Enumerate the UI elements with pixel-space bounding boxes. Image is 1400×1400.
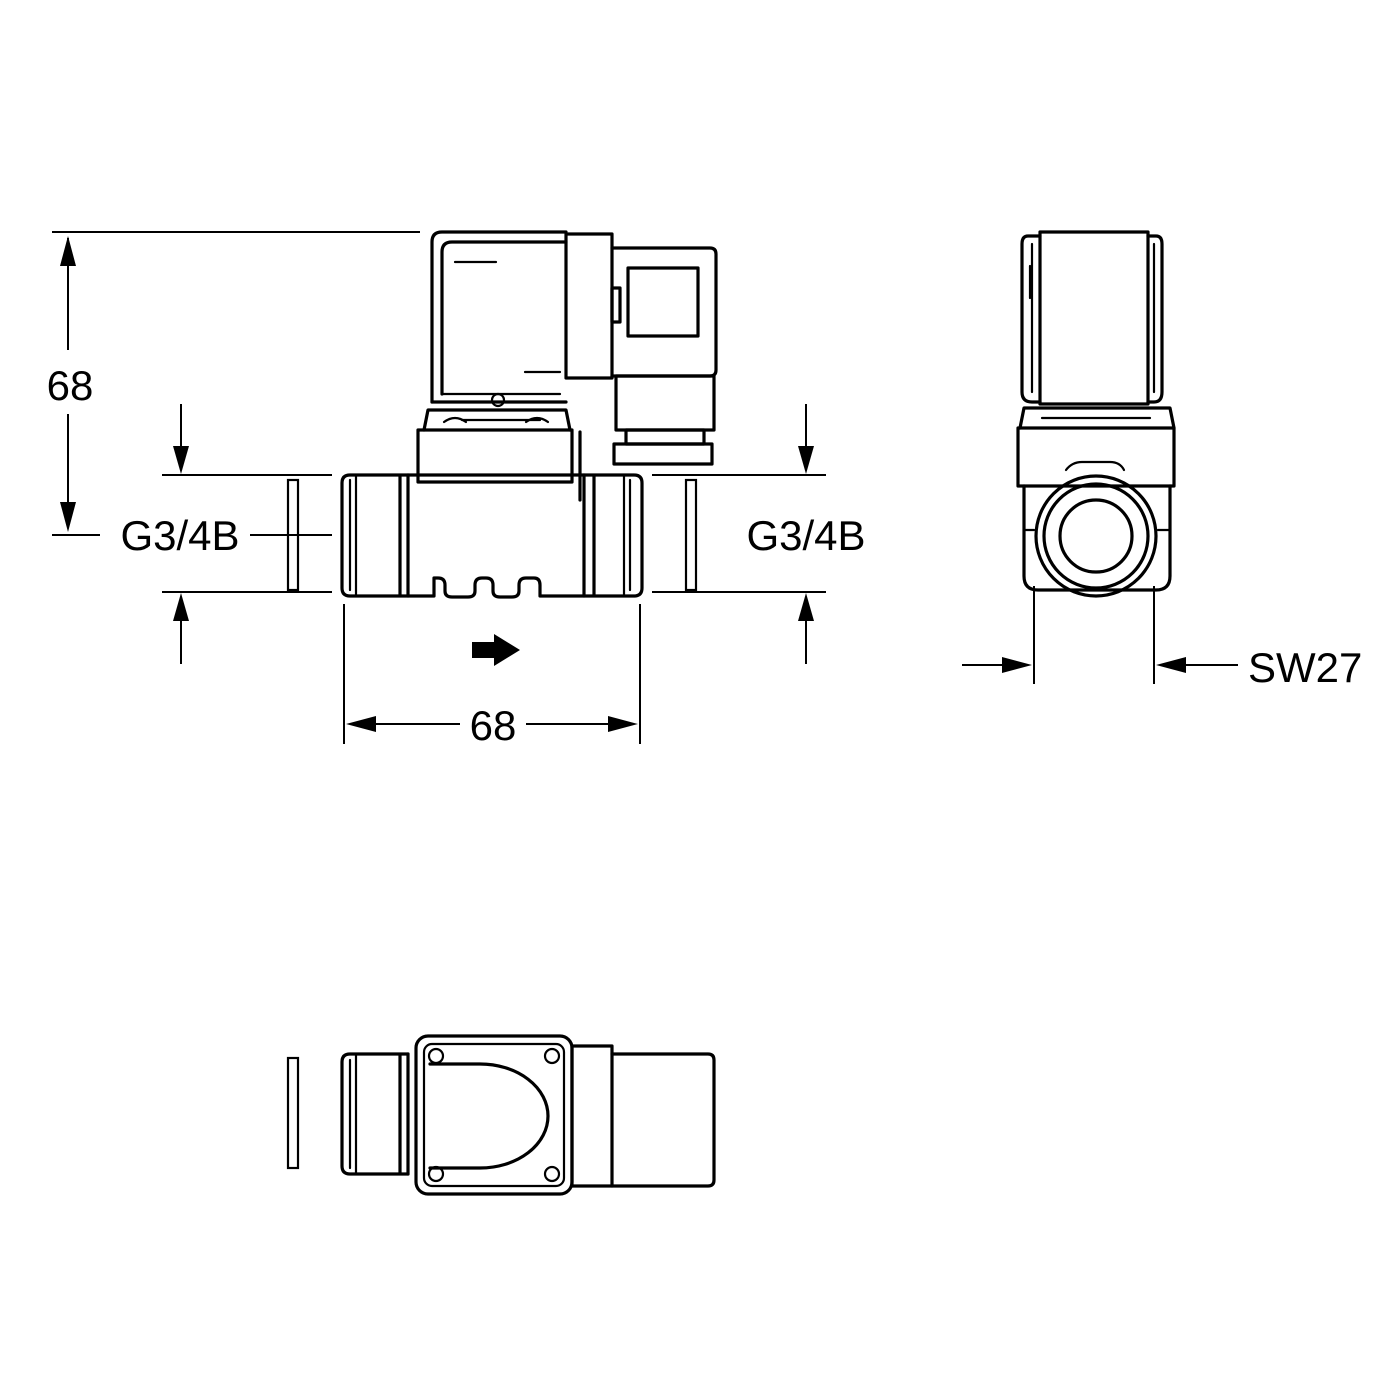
- gasket-right: [684, 478, 698, 592]
- side-body: [1022, 460, 1172, 598]
- top-gasket: [286, 1056, 300, 1170]
- flow-direction-arrow: [472, 634, 520, 666]
- wrench-size-label: SW27: [1248, 644, 1362, 691]
- top-body: [414, 1034, 574, 1196]
- thread-label-left: G3/4B: [120, 512, 239, 559]
- wrench-dimension: SW27: [962, 586, 1362, 691]
- side-bonnet: [1016, 406, 1176, 488]
- thread-dimension-left: G3/4B: [120, 404, 332, 664]
- solenoid-coil: [430, 230, 568, 404]
- thread-label-right: G3/4B: [746, 512, 865, 559]
- length-dimension: 68: [343, 604, 641, 749]
- left-threaded-port: [340, 473, 410, 598]
- top-view: [286, 1034, 716, 1196]
- side-view: [1016, 230, 1176, 598]
- height-dimension-label: 68: [47, 362, 94, 409]
- front-view: [286, 230, 718, 666]
- length-dimension-label: 68: [470, 702, 517, 749]
- valve-bonnet: [416, 392, 582, 502]
- right-threaded-port: [582, 473, 644, 598]
- thread-dimension-right: G3/4B: [652, 404, 866, 664]
- top-connector: [570, 1044, 716, 1188]
- valve-body: [406, 473, 586, 599]
- side-coil: [1020, 230, 1164, 406]
- connector-plug: [564, 232, 718, 466]
- height-dimension: 68: [47, 231, 420, 536]
- top-threaded-port: [340, 1052, 410, 1176]
